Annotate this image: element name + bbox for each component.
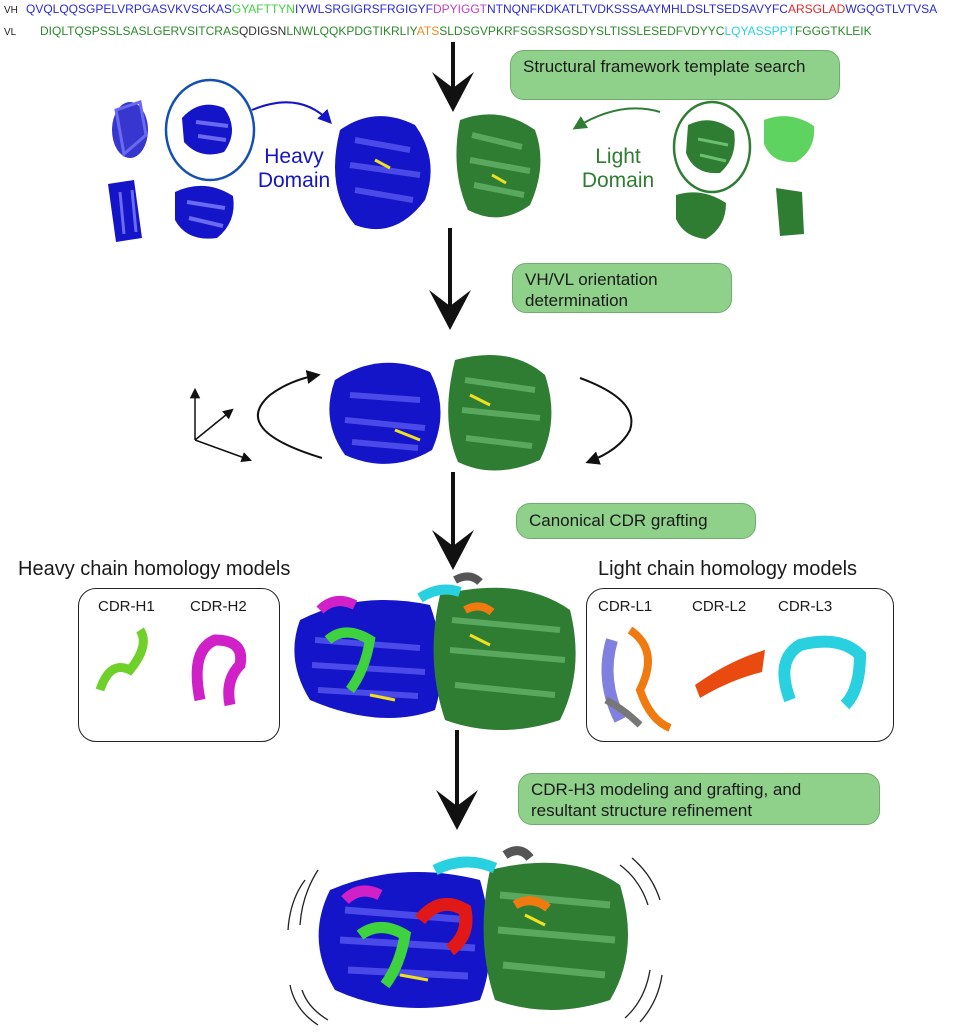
cdr-l1-label: CDR-L1 [598,598,653,615]
vh-segment-3: DPYIGGT [433,2,488,16]
heavy-domain-label: Heavy Domain [257,145,331,192]
rotation-arrow-left [257,370,323,459]
heavy-models-title: Heavy chain homology models [18,558,291,580]
rotation-arrow-right [579,377,633,465]
cdr-l2-label: CDR-L2 [692,598,747,615]
light-template-highlight-circle [672,100,752,194]
cdr-h2-label: CDR-H2 [190,598,247,615]
vh-segment-1: GYAFTTYN [231,2,295,16]
final-refined-structure [318,846,628,1010]
vl-segment-2: LNWLQQKPDGTIKRLIY [286,24,417,38]
cdr-l3-label: CDR-L3 [778,598,833,615]
vh-vl-oriented-complex [329,355,552,471]
vh-segment-6: WGQGTLVTVSA [845,2,938,16]
heavy-models-box [78,588,280,742]
heavy-template-highlight-circle [164,78,256,182]
vl-tag: VL [4,27,17,38]
vh-sequence: VH QVQLQQSGPELVRPGASVKVSCKASGYAFTTYNIYWLS… [0,2,937,16]
cdr-h2-loop [191,634,247,707]
cdr-l3-loop [778,635,867,710]
vh-segment-5: ARSGLAD [787,2,846,16]
vl-segment-6: FGGGTKLEIK [794,24,872,38]
flow-arrow-1 [432,42,474,112]
step-vh-vl-orientation: VH/VL orientation determination [512,263,732,313]
step-cdr-h3-modeling: CDR-H3 modeling and grafting, and result… [518,773,880,825]
light-template-arrow [572,107,661,130]
vh-segment-2: IYWLSRGIGRSFRGIGYF [294,2,433,16]
step-framework-template-search: Structural framework template search [510,50,840,100]
flow-arrow-2 [429,228,471,330]
light-models-title: Light chain homology models [598,558,858,580]
light-domain-label: Light Domain [581,145,655,192]
light-template-structures [572,100,815,239]
flow-arrow-3 [432,472,474,570]
cdr-h1-loop [95,627,148,692]
cdr-l1-loop [601,626,672,732]
heavy-domain-structure [335,116,431,230]
light-domain-structure [456,114,541,218]
step-canonical-cdr-grafting: Canonical CDR grafting [516,503,756,539]
orientation-axes [189,387,252,463]
vl-segment-0: DIQLTQSPSSLSASLGERVSITCRAS [40,24,239,38]
cdr-h1-label: CDR-H1 [98,598,155,615]
motion-marks [287,857,663,1026]
vh-sequence-segments: QVQLQQSGPELVRPGASVKVSCKASGYAFTTYNIYWLSRG… [26,2,937,16]
heavy-template-arrow [251,101,332,125]
flow-arrow-4 [436,730,478,830]
cdr-grafted-model [294,572,576,730]
vl-sequence: VL DIQLTQSPSSLSASLGERVSITCRASQDIGSNLNWLQQ… [0,24,872,38]
vh-segment-0: QVQLQQSGPELVRPGASVKVSCKAS [26,2,232,16]
vl-sequence-segments: DIQLTQSPSSLSASLGERVSITCRASQDIGSNLNWLQQKP… [26,24,872,38]
vl-segment-1: QDIGSN [238,24,287,38]
heavy-template-structures [108,78,332,242]
vl-segment-3: ATS [416,24,440,38]
vh-segment-4: NTNQNFKDKATLTVDKSSSAAYMHLDSLTSEDSAVYFC [487,2,788,16]
vl-segment-5: LQYASSPPT [724,24,795,38]
vh-tag: VH [4,5,18,16]
cdr-l2-loop [695,650,765,698]
vl-segment-4: SLDSGVPKRFSGSRSGSDYSLTISSLESEDFVDYYC [439,24,725,38]
